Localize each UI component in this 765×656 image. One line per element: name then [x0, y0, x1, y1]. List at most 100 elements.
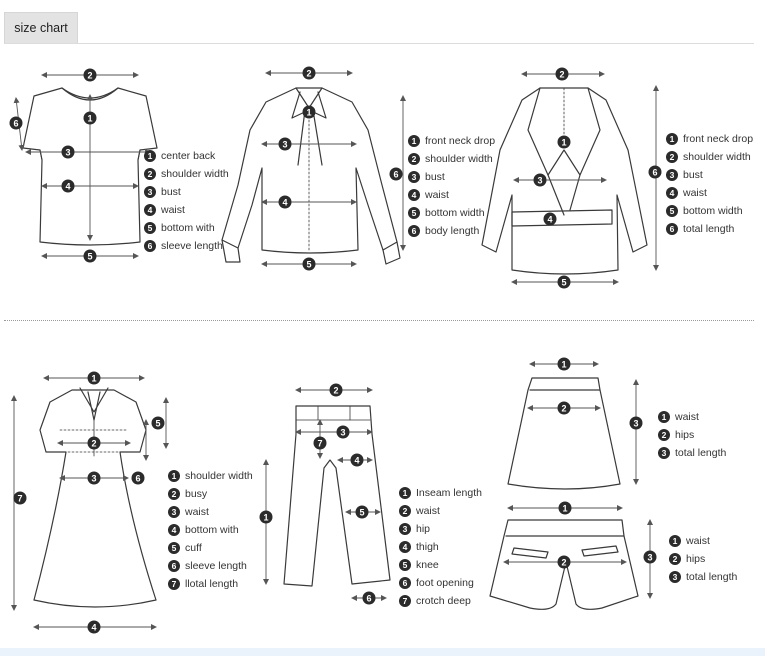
- number-badge: 3: [168, 506, 180, 518]
- marker-dress-1: 1: [87, 371, 101, 385]
- tab-underline: [4, 43, 754, 44]
- legend-label: bust: [161, 186, 181, 198]
- number-badge: 1: [168, 470, 180, 482]
- legend-label: llotal length: [185, 578, 239, 590]
- svg-text:3: 3: [647, 552, 652, 562]
- marker-skirt-3: 3: [629, 416, 643, 430]
- svg-text:5: 5: [155, 418, 160, 428]
- marker-coat-5: 5: [557, 275, 571, 289]
- number-badge: 6: [144, 240, 156, 252]
- marker-tshirt-4: 4: [61, 179, 75, 193]
- footer-bar: [0, 648, 765, 656]
- number-badge: 3: [666, 169, 678, 181]
- marker-blouse-2: 2: [302, 66, 316, 80]
- marker-dress-3: 3: [87, 471, 101, 485]
- marker-dress-7: 7: [13, 491, 27, 505]
- svg-text:7: 7: [317, 438, 322, 448]
- legend-item: 1 center back: [144, 147, 229, 165]
- number-badge: 1: [666, 133, 678, 145]
- number-badge: 2: [399, 505, 411, 517]
- legend-label: busy: [185, 488, 208, 500]
- marker-pants-1: 1: [259, 510, 273, 524]
- legend-label: body length: [425, 225, 480, 237]
- legend-label: bottom with: [161, 222, 215, 234]
- marker-pants-7: 7: [313, 436, 327, 450]
- legend-label: hip: [416, 523, 431, 535]
- svg-text:2: 2: [333, 385, 338, 395]
- svg-text:2: 2: [87, 70, 92, 80]
- number-badge: 4: [144, 204, 156, 216]
- legend-label: waist: [675, 411, 699, 423]
- tab-label: size chart: [14, 21, 68, 35]
- marker-blouse-4: 4: [278, 195, 292, 209]
- legend-label: waist: [161, 204, 185, 216]
- legend-label: front neck drop: [425, 135, 496, 147]
- number-badge: 2: [168, 488, 180, 500]
- svg-text:4: 4: [354, 455, 359, 465]
- legend-label: knee: [416, 559, 439, 571]
- marker-blouse-3: 3: [278, 137, 292, 151]
- marker-pants-5: 5: [355, 505, 369, 519]
- marker-pants-4: 4: [350, 453, 364, 467]
- svg-text:6: 6: [366, 593, 371, 603]
- svg-text:3: 3: [91, 473, 96, 483]
- tab-size-chart[interactable]: size chart: [4, 12, 78, 43]
- number-badge: 4: [666, 187, 678, 199]
- number-badge: 4: [168, 524, 180, 536]
- svg-text:5: 5: [561, 277, 566, 287]
- number-badge: 3: [144, 186, 156, 198]
- svg-text:6: 6: [135, 473, 140, 483]
- legend-label: sleeve length: [185, 560, 247, 572]
- legend-label: hips: [686, 553, 706, 565]
- svg-text:1: 1: [91, 373, 96, 383]
- legend-label: total length: [683, 223, 735, 235]
- number-badge: 7: [168, 578, 180, 590]
- number-badge: 1: [408, 135, 420, 147]
- svg-text:6: 6: [13, 118, 18, 128]
- coat-drawing: [481, 87, 648, 275]
- number-badge: 5: [666, 205, 678, 217]
- marker-coat-3: 3: [533, 173, 547, 187]
- marker-pants-6: 6: [362, 591, 376, 605]
- number-badge: 6: [399, 577, 411, 589]
- svg-text:2: 2: [559, 69, 564, 79]
- legend-label: sleeve length: [161, 240, 223, 252]
- svg-text:2: 2: [561, 403, 566, 413]
- svg-text:7: 7: [17, 493, 22, 503]
- legend-label: hips: [675, 429, 695, 441]
- marker-dress-6: 6: [131, 471, 145, 485]
- number-badge: 1: [144, 150, 156, 162]
- marker-shorts-1: 1: [558, 501, 572, 515]
- svg-text:4: 4: [547, 214, 552, 224]
- marker-dress-4: 4: [87, 620, 101, 634]
- number-badge: 6: [666, 223, 678, 235]
- svg-text:5: 5: [359, 507, 364, 517]
- legend-item: 1 front neck drop: [408, 132, 495, 150]
- svg-text:6: 6: [652, 167, 657, 177]
- svg-text:2: 2: [561, 557, 566, 567]
- number-badge: 2: [408, 153, 420, 165]
- legend-label: center back: [161, 150, 216, 162]
- svg-text:5: 5: [306, 259, 311, 269]
- marker-blouse-6: 6: [389, 167, 403, 181]
